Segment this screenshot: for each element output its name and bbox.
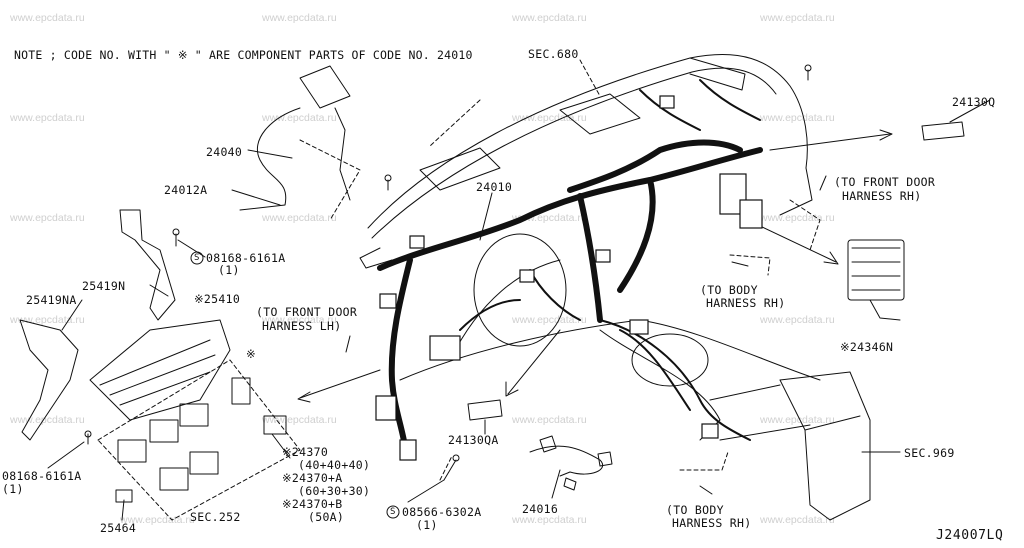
label-24370-qty: (40+40+40) [298, 458, 371, 472]
label-24130qa: 24130QA [448, 433, 499, 447]
label-24010: 24010 [476, 180, 513, 194]
label-front-door-rh-2: HARNESS RH) [842, 189, 922, 203]
watermark: www.epcdata.ru [760, 12, 835, 24]
label-25410: ※25410 [194, 292, 241, 306]
label-sec-680: SEC.680 [528, 47, 579, 61]
watermark: www.epcdata.ru [760, 414, 835, 426]
label-25419n: 25419N [82, 279, 126, 293]
watermark: www.epcdata.ru [262, 212, 337, 224]
label-body-rh-bot-1: (TO BODY [666, 503, 724, 517]
label-24370b-qty: (50A) [308, 510, 345, 524]
label-24016: 24016 [522, 502, 559, 516]
label-24130q: 24130Q [952, 95, 996, 109]
diagram-code: J24007LQ [936, 528, 1004, 543]
label-bolt-08168-left-qty: (1) [2, 482, 24, 496]
star-mark: ※ [246, 347, 256, 361]
watermark: www.epcdata.ru [512, 12, 587, 24]
label-front-door-lh-1: (TO FRONT DOOR [256, 305, 358, 319]
watermark: www.epcdata.ru [760, 112, 835, 124]
label-bolt-08566: 08566-6302A [402, 505, 482, 519]
label-24370a-qty: (60+30+30) [298, 484, 371, 498]
label-sec-252: SEC.252 [190, 510, 241, 524]
watermark: www.epcdata.ru [10, 314, 85, 326]
s-mark-icon: S [194, 253, 200, 263]
console-box [779, 371, 871, 521]
label-bolt-08566-qty: (1) [416, 518, 438, 532]
label-25464: 25464 [100, 521, 137, 535]
watermark: www.epcdata.ru [10, 414, 85, 426]
watermark: www.epcdata.ru [120, 514, 195, 526]
label-front-door-lh-2: HARNESS LH) [262, 319, 342, 333]
watermark: www.epcdata.ru [760, 212, 835, 224]
watermark: www.epcdata.ru [262, 414, 337, 426]
component-note: NOTE ; CODE NO. WITH " ※ " ARE COMPONENT… [14, 48, 473, 62]
label-body-rh-mid-1: (TO BODY [700, 283, 758, 297]
relay-box [89, 319, 231, 421]
floor-outline [399, 319, 821, 381]
label-body-rh-mid-2: HARNESS RH) [706, 296, 786, 310]
watermark: www.epcdata.ru [262, 12, 337, 24]
watermark: www.epcdata.ru [10, 12, 85, 24]
watermark: www.epcdata.ru [10, 112, 85, 124]
watermark: www.epcdata.ru [10, 212, 85, 224]
label-body-rh-bot-2: HARNESS RH) [672, 516, 752, 530]
label-24346n: ※24346N [840, 340, 894, 354]
label-24370b: ※24370+B [282, 497, 343, 511]
watermark: www.epcdata.ru [512, 414, 587, 426]
label-25419na: 25419NA [26, 293, 77, 307]
label-sec-969: SEC.969 [904, 446, 955, 460]
dashboard-outline [367, 54, 808, 229]
label-24370a: ※24370+A [282, 471, 343, 485]
label-24370: ※24370 [282, 445, 329, 459]
watermark: www.epcdata.ru [760, 514, 835, 526]
label-bolt-08168-top: 08168-6161A [206, 251, 286, 265]
watermark: www.epcdata.ru [262, 112, 337, 124]
s-mark-icon: S [390, 507, 396, 517]
watermark: www.epcdata.ru [512, 112, 587, 124]
watermark: www.epcdata.ru [512, 514, 587, 526]
main-harness-trunk [377, 147, 763, 271]
label-24040: 24040 [206, 145, 243, 159]
watermark: www.epcdata.ru [262, 314, 337, 326]
label-bolt-08168-left: 08168-6161A [2, 469, 82, 483]
watermark: www.epcdata.ru [760, 314, 835, 326]
label-24012a: 24012A [164, 183, 208, 197]
label-bolt-08168-top-qty: (1) [218, 263, 240, 277]
label-front-door-rh-1: (TO FRONT DOOR [834, 175, 936, 189]
watermark: www.epcdata.ru [512, 314, 587, 326]
